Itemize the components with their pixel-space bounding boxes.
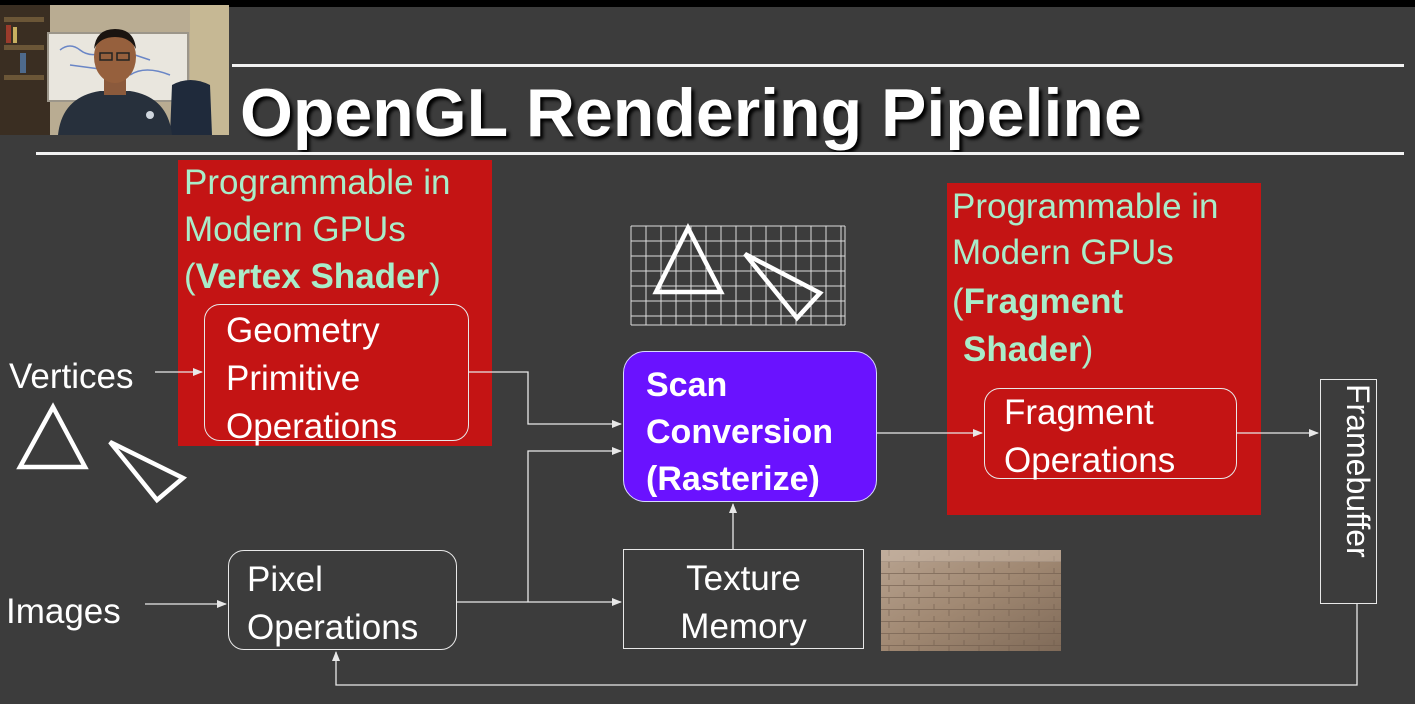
geometry-primitive-operations-box: Geometry Primitive Operations xyxy=(204,304,469,446)
vertex-triangle-2 xyxy=(108,439,188,504)
fragment-region-line4: Shader) xyxy=(963,326,1093,373)
vertices-label: Vertices xyxy=(9,357,134,396)
fragment-shader-name-1: Fragment xyxy=(963,282,1124,321)
pixel-ops-line1: Pixel xyxy=(247,560,323,599)
geometry-ops-line3: Operations xyxy=(226,407,398,446)
roof-texture-image xyxy=(881,550,1061,651)
scan-conversion-box: Scan Conversion (Rasterize) xyxy=(623,351,877,502)
vertex-triangle-1 xyxy=(16,402,89,470)
fragment-ops-line1: Fragment xyxy=(1004,393,1154,432)
texture-memory-box: Texture Memory xyxy=(623,549,864,649)
webcam-frame-illustration xyxy=(0,5,229,135)
vertex-shader-region xyxy=(178,160,492,446)
fragment-region-line1: Programmable in xyxy=(952,187,1219,226)
fragment-ops-line2: Operations xyxy=(1004,441,1176,480)
brick-texture-illustration xyxy=(881,550,1061,651)
geometry-ops-line2: Primitive xyxy=(226,359,361,398)
texture-line1: Texture xyxy=(686,559,801,598)
fragment-operations-box: Fragment Operations xyxy=(984,388,1237,480)
title-rule-top xyxy=(232,64,1404,67)
slide-title: OpenGL Rendering Pipeline xyxy=(240,75,1142,151)
arrow-pixel-to-scan xyxy=(527,447,622,602)
open-paren: ( xyxy=(952,282,964,321)
raster-grid-illustration xyxy=(630,223,846,326)
vertex-region-line1: Programmable in xyxy=(184,163,451,202)
pixel-ops-line2: Operations xyxy=(247,608,419,647)
scan-line3: (Rasterize) xyxy=(646,460,820,498)
scan-line1: Scan xyxy=(646,366,728,404)
fragment-region-line3: (Fragment xyxy=(952,278,1123,325)
title-rule-bottom xyxy=(36,152,1404,155)
raster-triangle-1 xyxy=(652,223,725,295)
images-label: Images xyxy=(6,592,121,631)
scan-line2: Conversion xyxy=(646,413,834,451)
top-letterbox-bar xyxy=(0,0,1415,7)
open-paren: ( xyxy=(184,257,196,296)
presenter-webcam-video xyxy=(0,5,229,135)
vertex-region-line2: Modern GPUs xyxy=(184,210,406,249)
pixel-operations-box: Pixel Operations xyxy=(228,550,457,650)
fragment-region-line2: Modern GPUs xyxy=(952,233,1174,272)
texture-line2: Memory xyxy=(680,607,807,646)
framebuffer-box: Framebuffer xyxy=(1320,379,1377,604)
arrow-geometry-to-scan xyxy=(469,371,622,428)
vertex-region-line3: (Vertex Shader) xyxy=(184,253,441,300)
geometry-ops-line1: Geometry xyxy=(226,311,380,350)
arrow-framebuffer-feedback xyxy=(332,604,1358,686)
vertex-shader-name: Vertex Shader xyxy=(195,257,430,296)
fragment-shader-region xyxy=(947,183,1261,515)
raster-triangle-2 xyxy=(743,252,824,322)
fragment-shader-name-2: Shader xyxy=(963,330,1082,369)
close-paren: ) xyxy=(429,257,441,296)
close-paren: ) xyxy=(1081,330,1094,369)
